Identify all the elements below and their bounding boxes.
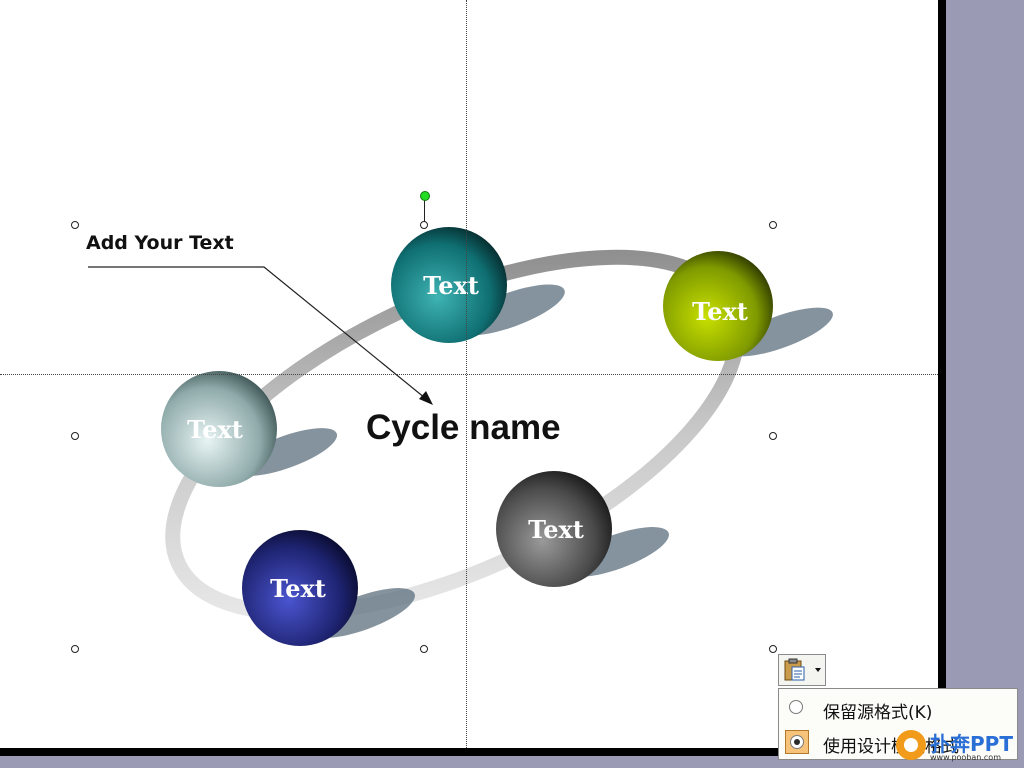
callout-leader-line <box>88 266 426 399</box>
watermark-url: www.pooban.com <box>930 753 1001 762</box>
sphere-5[interactable]: Text <box>242 530 358 646</box>
sphere-4[interactable]: Text <box>496 471 612 587</box>
arrowhead-icon <box>419 391 433 405</box>
sphere-1[interactable]: Text <box>391 227 507 343</box>
selection-handle-bottom[interactable] <box>420 645 428 653</box>
paste-options-button[interactable] <box>778 654 826 686</box>
slide-shadow-bottom <box>0 748 946 756</box>
selection-handle-top-left[interactable] <box>71 221 79 229</box>
rotation-handle[interactable] <box>420 191 430 201</box>
selection-handle-bottom-right[interactable] <box>769 645 777 653</box>
sphere-1-label: Text <box>423 271 479 300</box>
callout-text[interactable]: Add Your Text <box>86 232 234 254</box>
rotation-stem <box>424 200 425 222</box>
selection-handle-right[interactable] <box>769 432 777 440</box>
radio-selected-icon <box>790 735 804 749</box>
brand-logo-icon <box>896 730 926 760</box>
selection-handle-top[interactable] <box>420 221 428 229</box>
sphere-3[interactable]: Text <box>161 371 277 487</box>
sphere-1-body <box>391 227 507 343</box>
sphere-2-body <box>663 251 773 361</box>
sphere-4-label: Text <box>528 515 584 544</box>
selection-handle-bottom-left[interactable] <box>71 645 79 653</box>
sphere-3-label: Text <box>187 415 243 444</box>
radio-unselected-icon <box>789 700 803 714</box>
watermark: 扑奔PPT www.pooban.com <box>896 728 1020 766</box>
slide-shadow-right <box>938 0 946 756</box>
menu-item-label: 保留源格式(K) <box>823 703 933 723</box>
sphere-2-label: Text <box>692 297 748 326</box>
radio-box <box>785 696 809 720</box>
horizontal-guide[interactable] <box>0 374 938 375</box>
workspace-bottom <box>0 756 1024 768</box>
selection-handle-left[interactable] <box>71 432 79 440</box>
sphere-5-body <box>242 530 358 646</box>
sphere-4-body <box>496 471 612 587</box>
selection-handle-top-right[interactable] <box>769 221 777 229</box>
cycle-title[interactable]: Cycle name <box>366 408 561 447</box>
watermark-brand: 扑奔PPT <box>930 732 1013 756</box>
sphere-3-body <box>161 371 277 487</box>
radio-box-selected <box>785 730 809 754</box>
clipboard-icon <box>784 658 805 681</box>
menu-item-keep-source-formatting[interactable]: 保留源格式(K) <box>779 691 1017 725</box>
cycle-diagram[interactable]: Text Text Text Text Text <box>0 0 938 748</box>
chevron-down-icon <box>815 668 821 672</box>
sphere-2[interactable]: Text <box>663 251 773 361</box>
sphere-5-label: Text <box>270 574 326 603</box>
